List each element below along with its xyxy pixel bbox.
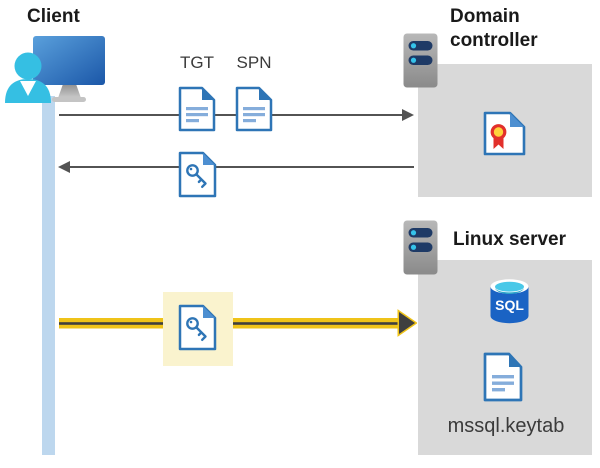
authentication-yellow-arrow [59,309,417,337]
keytab-document-icon [483,352,523,402]
linux-server-icon [403,220,438,275]
client-label: Client [27,6,80,27]
client-lifeline [42,96,55,455]
domain-controller-server-icon [403,33,438,88]
sql-icon-label: SQL [495,297,524,313]
user-silhouette [5,52,51,103]
linux-server-label: Linux server [453,229,566,250]
service-ticket-key-document-icon [178,304,217,351]
spn-document-icon [235,86,273,132]
return-arrowhead-icon [58,161,70,173]
request-arrow-line [59,114,404,116]
monitor-stand [58,84,81,98]
tgt-document-icon [178,86,216,132]
tgt-label: TGT [180,53,214,72]
client-computer-icon [5,36,105,103]
return-arrow-line [70,166,414,168]
request-arrowhead-icon [402,109,414,121]
sql-database-icon: SQL [490,279,529,324]
keytab-filename-label: mssql.keytab [447,415,565,437]
certificate-icon [483,111,526,156]
spn-label: SPN [236,53,272,72]
domain-controller-label: Domain controller [450,6,538,51]
returned-ticket-key-document-icon [178,151,217,198]
monitor-screen [33,36,105,85]
